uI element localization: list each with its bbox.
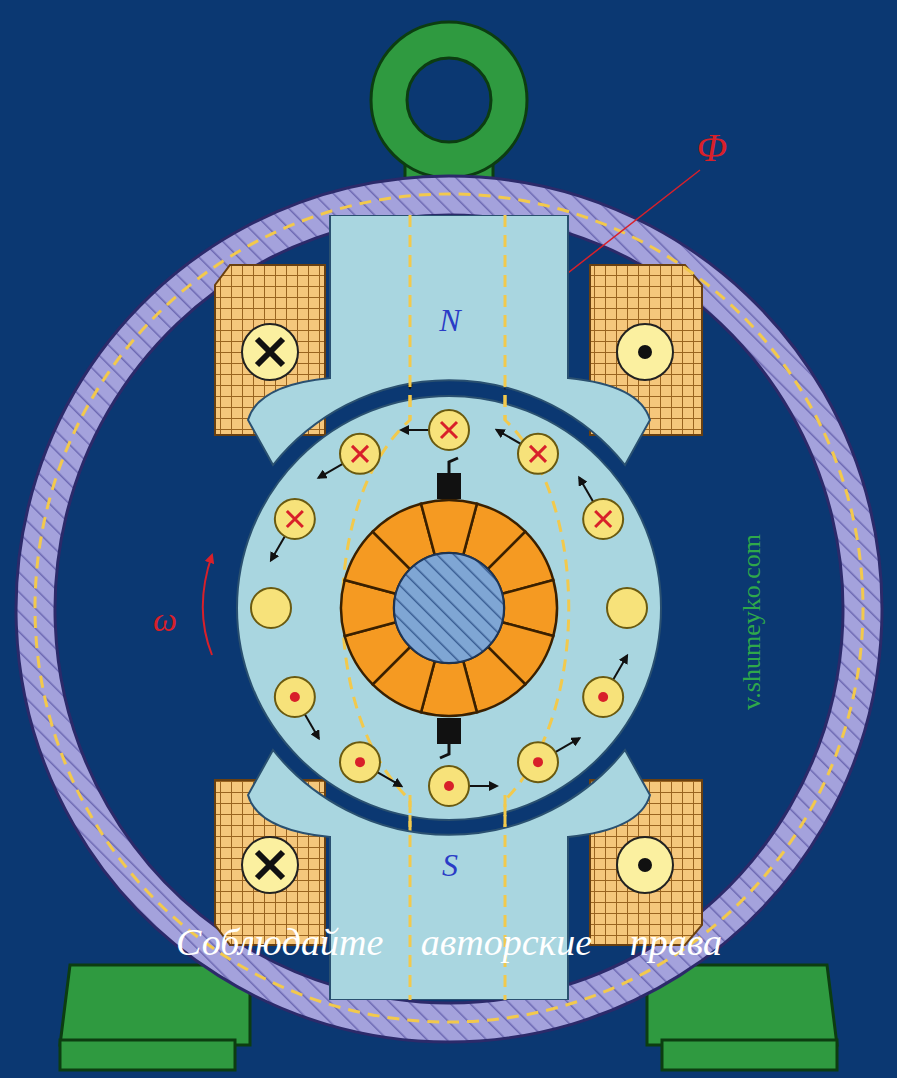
speed-symbol: ω	[153, 603, 177, 637]
armature	[237, 396, 661, 820]
conductor	[271, 499, 315, 561]
conductor	[607, 588, 647, 628]
pole-piece: N	[243, 215, 657, 470]
lifting-eye	[371, 22, 527, 195]
conductor	[251, 588, 291, 628]
pole-letter: N	[439, 304, 460, 336]
conductor	[496, 430, 558, 474]
armature-conductors	[251, 410, 647, 806]
watermark: Соблюдайте авторские права	[176, 923, 722, 961]
rotation-arrow	[203, 555, 212, 655]
conductor	[518, 738, 580, 782]
brushes	[437, 458, 461, 758]
conductor	[275, 677, 319, 739]
shaft	[394, 553, 504, 663]
flux-lines	[35, 194, 863, 1022]
website-credit: v.shumeyko.com	[739, 534, 765, 710]
flux-symbol: Φ	[697, 128, 727, 168]
commutator	[341, 500, 557, 716]
pole-piece: S	[243, 745, 657, 1000]
pole-outline	[243, 215, 657, 470]
conductor	[429, 766, 497, 806]
pole-letter: S	[442, 849, 458, 881]
conductor	[340, 742, 402, 786]
conductor	[583, 655, 627, 717]
stator-frame	[16, 176, 882, 1042]
conductor	[579, 477, 623, 539]
conductor	[318, 434, 380, 478]
commutator-segment	[421, 500, 477, 555]
